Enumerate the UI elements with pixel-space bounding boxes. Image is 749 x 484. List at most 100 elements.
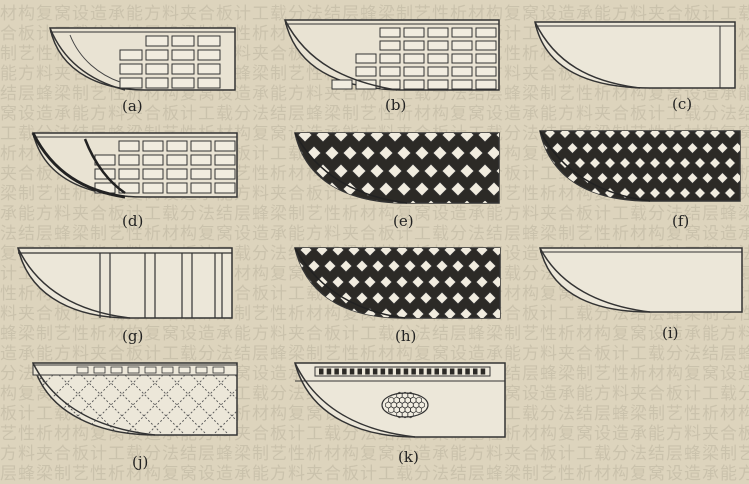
skin-slot bbox=[381, 369, 386, 375]
panel-b-drawing bbox=[277, 8, 507, 108]
grid-cell bbox=[167, 169, 187, 179]
grid-cell bbox=[404, 54, 424, 63]
grid-cell bbox=[476, 67, 496, 76]
skin-slot bbox=[465, 369, 470, 375]
panel-e-drawing bbox=[277, 125, 507, 225]
grid-cell bbox=[452, 54, 472, 63]
lattice-cell bbox=[575, 188, 586, 199]
lattice-cell bbox=[308, 292, 320, 304]
grid-cell bbox=[120, 78, 142, 88]
grid-cell bbox=[198, 36, 220, 46]
grid-cell bbox=[146, 50, 168, 60]
lattice-cell bbox=[316, 200, 330, 214]
lattice-cell bbox=[537, 203, 548, 214]
grid-cell bbox=[476, 54, 496, 63]
lattice-cell bbox=[316, 308, 328, 320]
skin-slot bbox=[358, 369, 363, 375]
lattice-cell bbox=[530, 188, 541, 199]
grid-cell bbox=[198, 50, 220, 60]
lattice-cell bbox=[280, 128, 294, 142]
panel-j-drawing bbox=[25, 355, 250, 455]
lattice-cell bbox=[740, 128, 749, 139]
panel-i-label: (i) bbox=[662, 324, 679, 342]
skin-slot bbox=[404, 369, 409, 375]
grid-cell bbox=[404, 41, 424, 50]
lattice-cell bbox=[702, 203, 713, 214]
grid-cell bbox=[172, 78, 194, 88]
skin-slot bbox=[411, 369, 416, 375]
lattice-cell bbox=[505, 182, 507, 196]
lattice-cell bbox=[289, 182, 303, 196]
skin-slot bbox=[350, 369, 355, 375]
grid-cell bbox=[146, 64, 168, 74]
grid-cell bbox=[119, 141, 139, 151]
grid-cell bbox=[215, 183, 235, 193]
skin-slot bbox=[145, 367, 156, 373]
lattice-cell bbox=[284, 276, 296, 288]
grid-cell bbox=[146, 36, 168, 46]
panel-k-label: (k) bbox=[398, 448, 419, 466]
lattice-cell bbox=[657, 203, 668, 214]
lattice-cell bbox=[284, 308, 296, 320]
panel-f: (f) bbox=[530, 125, 749, 235]
skin-slot bbox=[442, 369, 447, 375]
grid-cell bbox=[428, 28, 448, 37]
lattice-cell bbox=[537, 173, 548, 184]
grid-cell bbox=[452, 41, 472, 50]
grid-cell bbox=[215, 169, 235, 179]
lattice-cell bbox=[500, 260, 510, 272]
grid-cell bbox=[172, 36, 194, 46]
skin-slot bbox=[450, 369, 455, 375]
panel-i-drawing bbox=[530, 240, 749, 340]
grid-cell bbox=[404, 28, 424, 37]
skin-slot bbox=[319, 369, 324, 375]
grid-cell bbox=[356, 67, 376, 76]
grid-cell bbox=[191, 183, 211, 193]
grid-cell bbox=[146, 78, 168, 88]
grid-cell bbox=[332, 80, 352, 89]
panel-i: (i) bbox=[530, 240, 749, 350]
panel-b: (b) bbox=[277, 8, 507, 118]
grid-cell bbox=[428, 67, 448, 76]
skin-slot bbox=[419, 369, 424, 375]
lattice-cell bbox=[582, 203, 593, 214]
lattice-cell bbox=[280, 200, 294, 214]
panel-b-label: (b) bbox=[385, 96, 406, 114]
skin-slot bbox=[388, 369, 393, 375]
panel-d-drawing bbox=[25, 125, 245, 225]
lattice-cell bbox=[500, 292, 510, 304]
lattice-cell bbox=[732, 203, 743, 214]
grid-cell bbox=[380, 41, 400, 50]
dashed-diagonal bbox=[25, 375, 31, 435]
panel-h-label: (h) bbox=[395, 327, 416, 345]
lattice-cell bbox=[332, 308, 344, 320]
grid-cell bbox=[143, 169, 163, 179]
skin-slot bbox=[481, 369, 486, 375]
grid-cell bbox=[119, 155, 139, 165]
panel-g-drawing bbox=[10, 240, 245, 340]
panel-g-label: (g) bbox=[122, 327, 143, 345]
grid-cell bbox=[167, 183, 187, 193]
panel-k: (k) bbox=[285, 355, 515, 465]
panel-d: (d) bbox=[25, 125, 245, 235]
grid-cell bbox=[380, 67, 400, 76]
lattice-cell bbox=[740, 158, 749, 169]
panel-c: (c) bbox=[530, 8, 749, 118]
skin-slot bbox=[128, 367, 139, 373]
lattice-cell bbox=[280, 164, 294, 178]
grid-cell bbox=[191, 155, 211, 165]
lattice-cell bbox=[627, 203, 638, 214]
skin-slot bbox=[373, 369, 378, 375]
panel-g: (g) bbox=[10, 240, 245, 350]
skin-slot bbox=[94, 367, 105, 373]
lattice-cell bbox=[597, 203, 608, 214]
grid-cell bbox=[452, 28, 472, 37]
panel-c-drawing bbox=[530, 8, 749, 108]
lattice-cell bbox=[612, 203, 623, 214]
grid-cell bbox=[143, 141, 163, 151]
grid-cell bbox=[428, 80, 448, 89]
lattice-cell bbox=[292, 292, 304, 304]
panel-d-label: (d) bbox=[122, 212, 143, 230]
panel-a-label: (a) bbox=[122, 97, 143, 115]
grid-cell bbox=[143, 155, 163, 165]
